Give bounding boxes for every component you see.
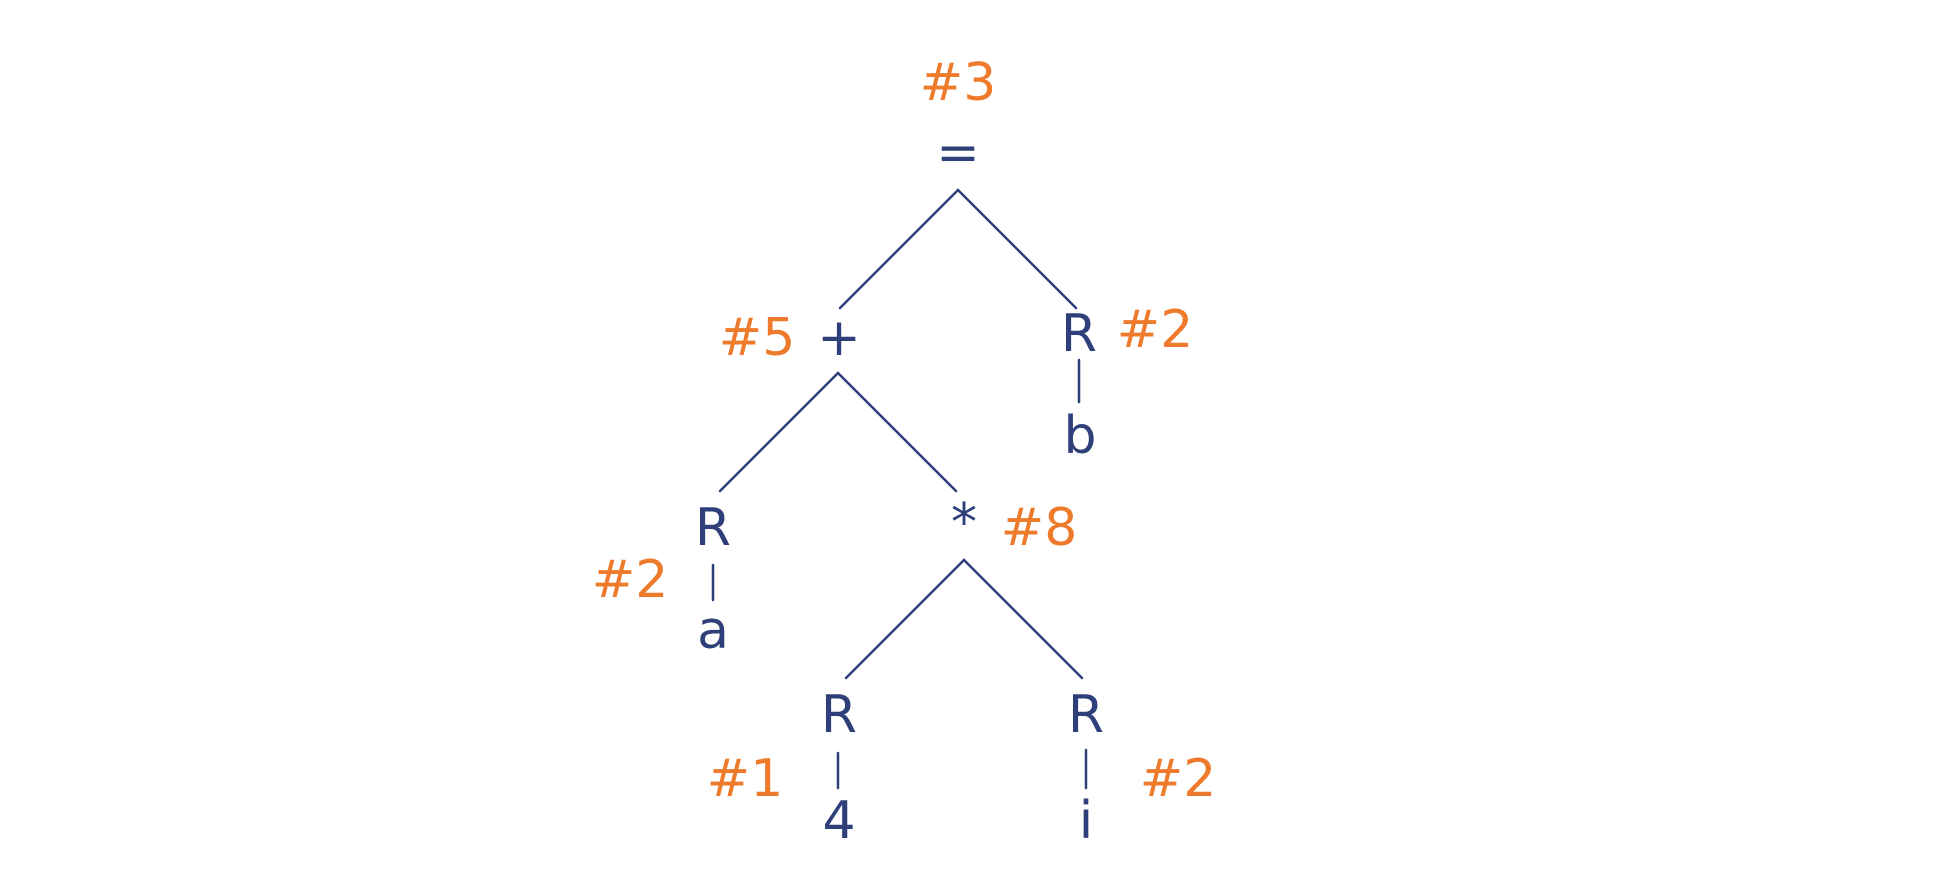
label-r-4: #1	[707, 749, 784, 809]
node-r-a: R	[695, 498, 731, 558]
node-i: i	[1079, 791, 1093, 851]
tree-labels: #3 #5 #2 #2 #8 #1 #2	[592, 53, 1217, 809]
node-plus: +	[817, 308, 861, 368]
edge-plus-times	[836, 371, 958, 493]
label-plus: #5	[719, 308, 796, 368]
node-b: b	[1063, 406, 1096, 466]
node-4: 4	[822, 791, 855, 851]
node-r-4: R	[821, 685, 857, 745]
node-times: *	[951, 493, 977, 553]
label-times: #8	[1001, 498, 1078, 558]
label-r-b: #2	[1117, 300, 1194, 360]
tree-nodes: = + R b R a * R 4 R i	[695, 123, 1104, 851]
edge-root-rb	[956, 188, 1078, 310]
node-a: a	[697, 601, 729, 661]
node-r-i: R	[1068, 685, 1104, 745]
label-r-i: #2	[1140, 749, 1217, 809]
tree-edges	[711, 188, 1088, 790]
node-equals: =	[936, 123, 980, 183]
edge-plus-ra	[718, 371, 840, 493]
label-r-a: #2	[592, 550, 669, 610]
edge-times-r4	[844, 558, 966, 680]
edge-root-plus	[838, 188, 960, 310]
node-r-b: R	[1061, 304, 1097, 364]
edge-times-ri	[962, 558, 1084, 680]
label-equals: #3	[920, 53, 997, 113]
